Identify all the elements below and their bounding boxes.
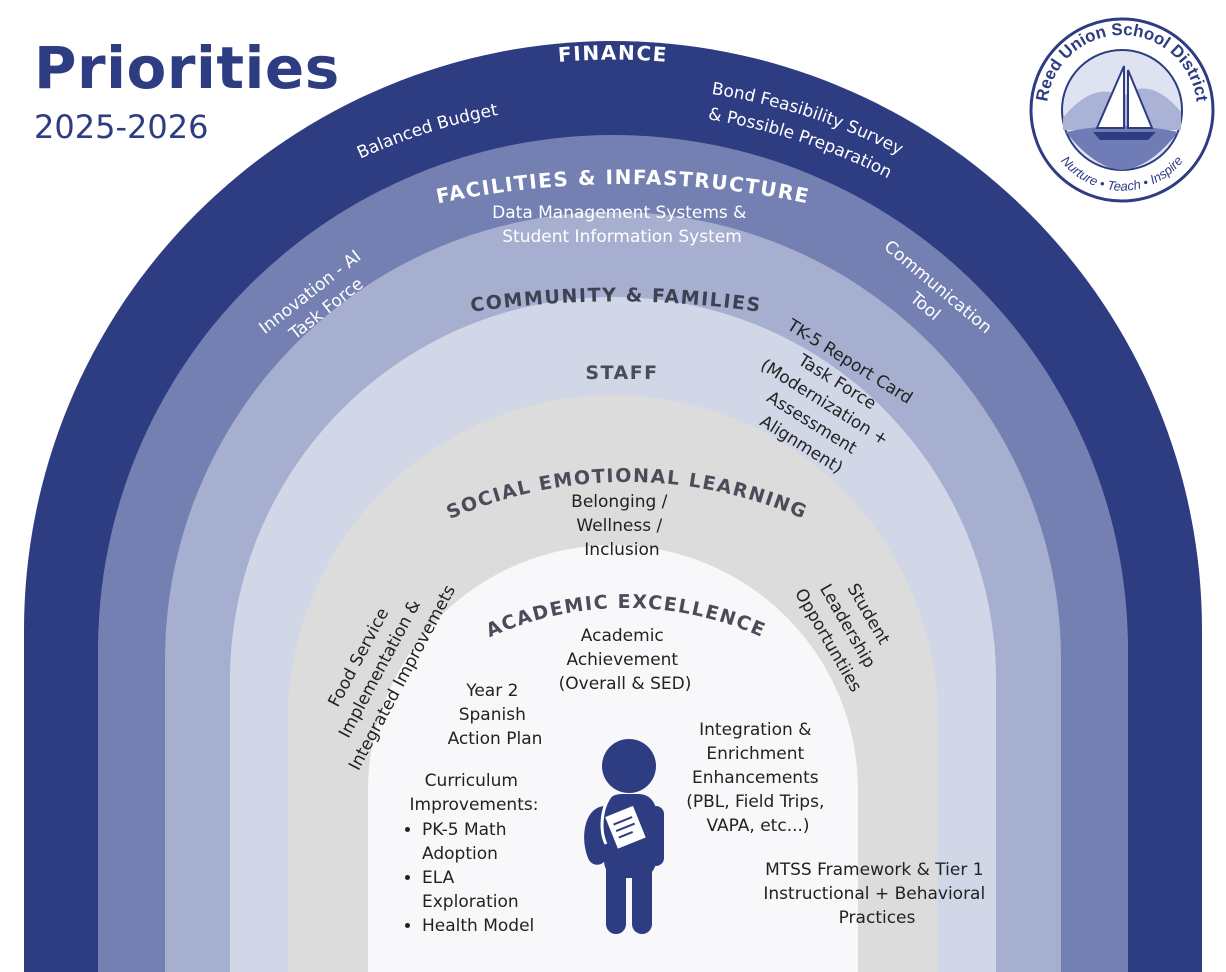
belonging-wellness-text: Belonging / Wellness / Inclusion <box>571 492 673 560</box>
page-title: Priorities <box>34 34 340 102</box>
staff-label: STAFF <box>585 362 658 384</box>
district-logo: Reed Union School District Nurture • Tea… <box>1029 17 1215 203</box>
finance-label: FINANCE <box>557 41 669 67</box>
student-with-backpack-icon <box>584 739 664 934</box>
sailboat-icon <box>1095 65 1154 129</box>
bullet-math-line-2: Adoption <box>422 844 498 864</box>
bullet-item-health: Health Model <box>422 914 534 938</box>
curriculum-improvements-text: Curriculum Improvements: <box>410 771 539 815</box>
data-systems-text: Data Management Systems & Student Inform… <box>492 203 752 247</box>
bullet-health-line-1: Health Model <box>422 916 535 936</box>
bullet-item-ela: ELA Exploration <box>422 866 534 914</box>
academic-achievement-text: Academic Achievement (Overall & SED) <box>559 626 692 694</box>
spanish-action-plan-text: Year 2 Spanish Action Plan <box>448 681 543 749</box>
integration-enrichment-text: Integration & Enrichment Enhancements (P… <box>686 720 830 836</box>
page-year: 2025-2026 <box>34 108 209 146</box>
bullet-ela-line-2: Exploration <box>422 892 519 912</box>
bullet-math-line-1: PK-5 Math <box>422 820 507 840</box>
mtss-framework-text: MTSS Framework & Tier 1 Instructional + … <box>763 860 990 928</box>
bullet-ela-line-1: ELA <box>422 868 455 888</box>
